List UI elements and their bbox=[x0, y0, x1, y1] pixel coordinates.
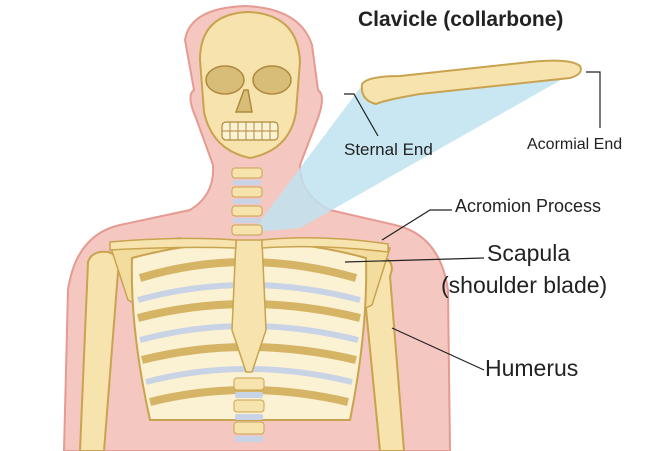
scapula-note-label: (shoulder blade) bbox=[441, 272, 608, 298]
clavicle-enlarged bbox=[360, 59, 582, 106]
acromial-end-leader bbox=[586, 71, 601, 128]
clavicle-left bbox=[109, 237, 237, 251]
sternal-end-label: Sternal End bbox=[344, 140, 433, 159]
humerus-left bbox=[78, 250, 120, 451]
scapula-leader bbox=[344, 257, 485, 263]
diagram-title: Clavicle (collarbone) bbox=[358, 8, 564, 31]
humerus-leader bbox=[391, 327, 485, 371]
thoracic-spine bbox=[233, 377, 265, 442]
skull bbox=[198, 10, 302, 160]
sternal-end-leader bbox=[344, 93, 379, 137]
humerus-label: Humerus bbox=[485, 355, 579, 381]
scapula-label: Scapula bbox=[487, 240, 571, 266]
leader-lines bbox=[344, 71, 601, 371]
clavicle-right bbox=[261, 237, 389, 253]
acromion-process-leader bbox=[381, 209, 452, 241]
clavicle-highlight bbox=[252, 68, 582, 232]
acromial-end-label: Acormial End bbox=[527, 136, 623, 153]
acromion-process-label: Acromion Process bbox=[455, 196, 602, 216]
cervical-spine bbox=[231, 167, 263, 236]
